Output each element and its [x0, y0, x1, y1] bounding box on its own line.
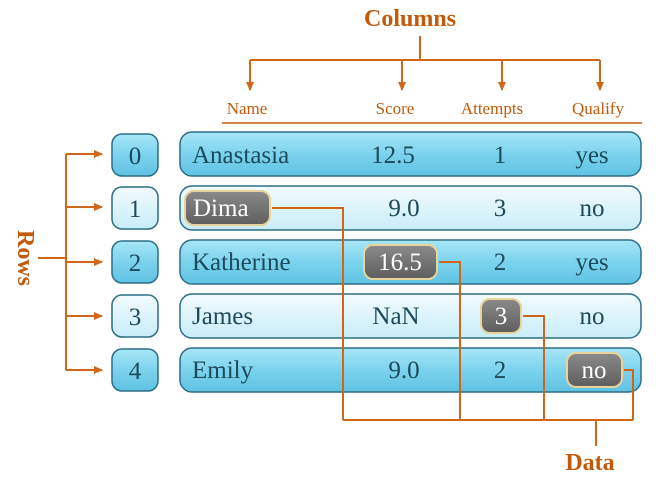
highlight-score: [363, 244, 438, 280]
highlight-qualify: [566, 352, 623, 388]
cell-attempts: 2: [494, 357, 507, 384]
index-box-1: 1: [111, 186, 159, 230]
row-0-cells: Anastasia 12.5 1 yes: [192, 142, 609, 169]
rows-bracket: [38, 150, 103, 374]
index-box-4: 4: [111, 348, 159, 392]
table-row: [179, 185, 642, 231]
cell-name: James: [192, 303, 253, 330]
index-box-0: 0: [111, 133, 159, 177]
row-index: 0 1 2 3 4: [111, 133, 159, 392]
cell-qualify: yes: [575, 249, 608, 276]
cell-qualify: yes: [575, 142, 608, 169]
row-2-cells: Katherine 16.5 2 yes: [192, 249, 609, 276]
highlight-dima: [184, 190, 271, 226]
index-label: 4: [129, 358, 142, 385]
index-box-2: 2: [111, 240, 159, 284]
index-label: 3: [129, 304, 142, 331]
data-bracket: [272, 207, 634, 446]
cell-score: 9.0: [388, 195, 419, 222]
data-label: Data: [565, 450, 614, 476]
index-label: 1: [129, 196, 142, 223]
columns-label: Columns: [364, 6, 456, 32]
columns-bracket: [246, 36, 604, 91]
cell-name: Emily: [192, 357, 254, 384]
cell-attempts: 3: [494, 195, 507, 222]
index-box-3: 3: [111, 294, 159, 338]
cell-qualify: no: [582, 357, 607, 384]
cell-score: 16.5: [378, 249, 422, 276]
index-label: 0: [129, 143, 142, 170]
cell-qualify: no: [580, 195, 605, 222]
cell-attempts: 2: [494, 249, 507, 276]
column-headers: Name Score Attempts Qualify: [227, 99, 625, 118]
cell-score: 9.0: [388, 357, 419, 384]
cell-score: 12.5: [371, 142, 415, 169]
header-qualify: Qualify: [572, 99, 624, 118]
table-row: [179, 131, 642, 177]
table-row: [179, 347, 642, 393]
data-highlights: [184, 190, 623, 388]
highlight-attempts: [480, 298, 522, 334]
data-rows: [179, 131, 642, 393]
header-attempts: Attempts: [461, 99, 523, 118]
cell-name: Anastasia: [192, 142, 289, 169]
index-label: 2: [129, 250, 142, 277]
cell-attempts: 1: [494, 142, 507, 169]
cell-qualify: no: [580, 303, 605, 330]
cell-name: Dima: [193, 195, 249, 222]
table-row: [179, 293, 642, 339]
row-3-cells: James NaN 3 no: [192, 303, 605, 330]
header-name: Name: [227, 99, 268, 118]
cell-score: NaN: [372, 303, 419, 330]
rows-label: Rows: [12, 230, 38, 286]
row-4-cells: Emily 9.0 2 no: [192, 357, 607, 384]
cell-attempts: 3: [495, 303, 508, 330]
header-score: Score: [376, 99, 415, 118]
cell-name: Katherine: [192, 249, 291, 276]
row-1-cells: Dima 9.0 3 no: [193, 195, 605, 222]
